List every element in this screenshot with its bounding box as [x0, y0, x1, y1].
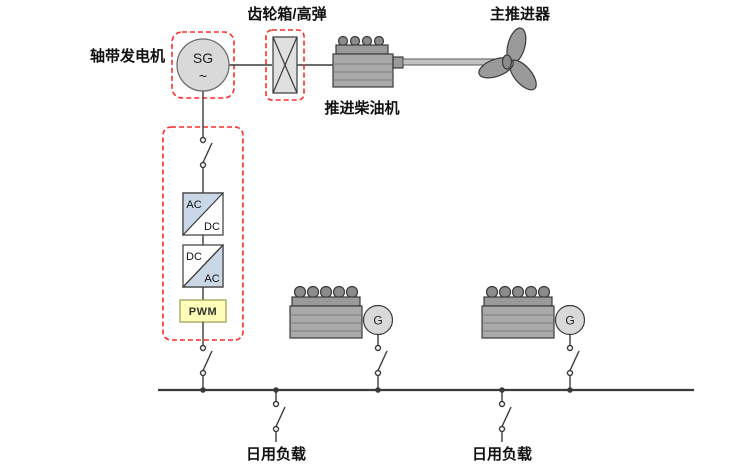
breaker-contact [272, 425, 280, 433]
breaker-contact [199, 136, 207, 144]
breaker-contact [566, 369, 574, 377]
engine-cylinder [345, 285, 359, 299]
engine-cylinder [498, 285, 512, 299]
breaker-contact [199, 161, 207, 169]
engine-cylinder [537, 285, 551, 299]
breaker-blade [275, 406, 286, 427]
converter-out-label: DC [204, 221, 220, 233]
breaker-blade [202, 350, 213, 371]
gearbox-cross-2 [272, 36, 298, 94]
breaker-contact [272, 400, 280, 408]
propeller-hub [501, 54, 513, 70]
converter-in-label: DC [186, 251, 202, 263]
genset2-breaker [566, 344, 580, 377]
engine-cylinder [319, 285, 333, 299]
label-main-propulsor: 主推进器 [490, 5, 551, 23]
engine-cylinder [373, 35, 385, 47]
engine-cylinder [306, 285, 320, 299]
ac-dc-converter: AC DC [182, 192, 225, 237]
generator-label: G [565, 314, 574, 328]
propulsion-engine [332, 35, 404, 88]
converter-out-label: AC [204, 273, 219, 285]
bus-junction [567, 387, 573, 393]
load1-breaker [272, 400, 286, 433]
engine-cylinder [524, 285, 538, 299]
breaker-blade [202, 142, 213, 163]
breaker-blade [569, 350, 580, 371]
engine-block [289, 305, 363, 339]
engine-head [483, 296, 553, 307]
engine-cylinder [349, 35, 361, 47]
load2-breaker [498, 400, 512, 433]
generator-label: G [373, 314, 382, 328]
breaker-contact [498, 425, 506, 433]
breaker-contact [498, 400, 506, 408]
shaft-generator-symbol: SG ~ [171, 31, 235, 99]
genset1-breaker [374, 344, 388, 377]
label-daily-load-right: 日用负载 [472, 445, 532, 463]
label-shaft-generator: 轴带发电机 [90, 47, 165, 65]
load-feeder-right: 日用负载 [472, 390, 532, 463]
engine-cylinder [485, 285, 499, 299]
engine-cylinder [332, 285, 346, 299]
breaker-blade [501, 406, 512, 427]
breaker-contact [566, 344, 574, 352]
genset-2: G [481, 285, 586, 390]
engine-cylinder [337, 35, 349, 47]
breaker-contact [374, 369, 382, 377]
pwm-block: PWM [179, 299, 227, 323]
propeller [478, 27, 537, 91]
breaker-contact [374, 344, 382, 352]
engine-cylinder [293, 285, 307, 299]
pwm-label: PWM [189, 306, 217, 318]
engine-cylinder [361, 35, 373, 47]
converter-diagonal [182, 244, 224, 288]
engine-block [481, 305, 555, 339]
engine-head [291, 296, 361, 307]
sg-breaker-upper [199, 136, 213, 169]
engine-output-flange [392, 56, 404, 69]
breaker-blade [377, 350, 388, 371]
genset-1: G [289, 285, 394, 390]
label-daily-load-left: 日用负载 [246, 445, 306, 463]
sg-wave-symbol: ~ [199, 68, 207, 84]
gearbox-symbol [265, 29, 305, 101]
converter-in-label: AC [186, 199, 201, 211]
sg-breaker-lower [199, 344, 213, 377]
converter-ac-side [182, 192, 225, 237]
gearbox-highlight-box [265, 29, 305, 101]
bus-junction [200, 387, 206, 393]
sg-label: SG [193, 50, 213, 66]
engine-head [335, 44, 389, 55]
engine-block [332, 53, 394, 88]
bus-junction [375, 387, 381, 393]
engine-cylinder [511, 285, 525, 299]
breaker-contact [199, 369, 207, 377]
label-gearbox-coupling: 齿轮箱/高弹 [247, 5, 326, 23]
label-propulsion-diesel: 推进柴油机 [324, 99, 399, 117]
dc-ac-converter: DC AC [181, 243, 224, 288]
breaker-contact [199, 344, 207, 352]
load-feeder-left: 日用负载 [246, 390, 306, 463]
